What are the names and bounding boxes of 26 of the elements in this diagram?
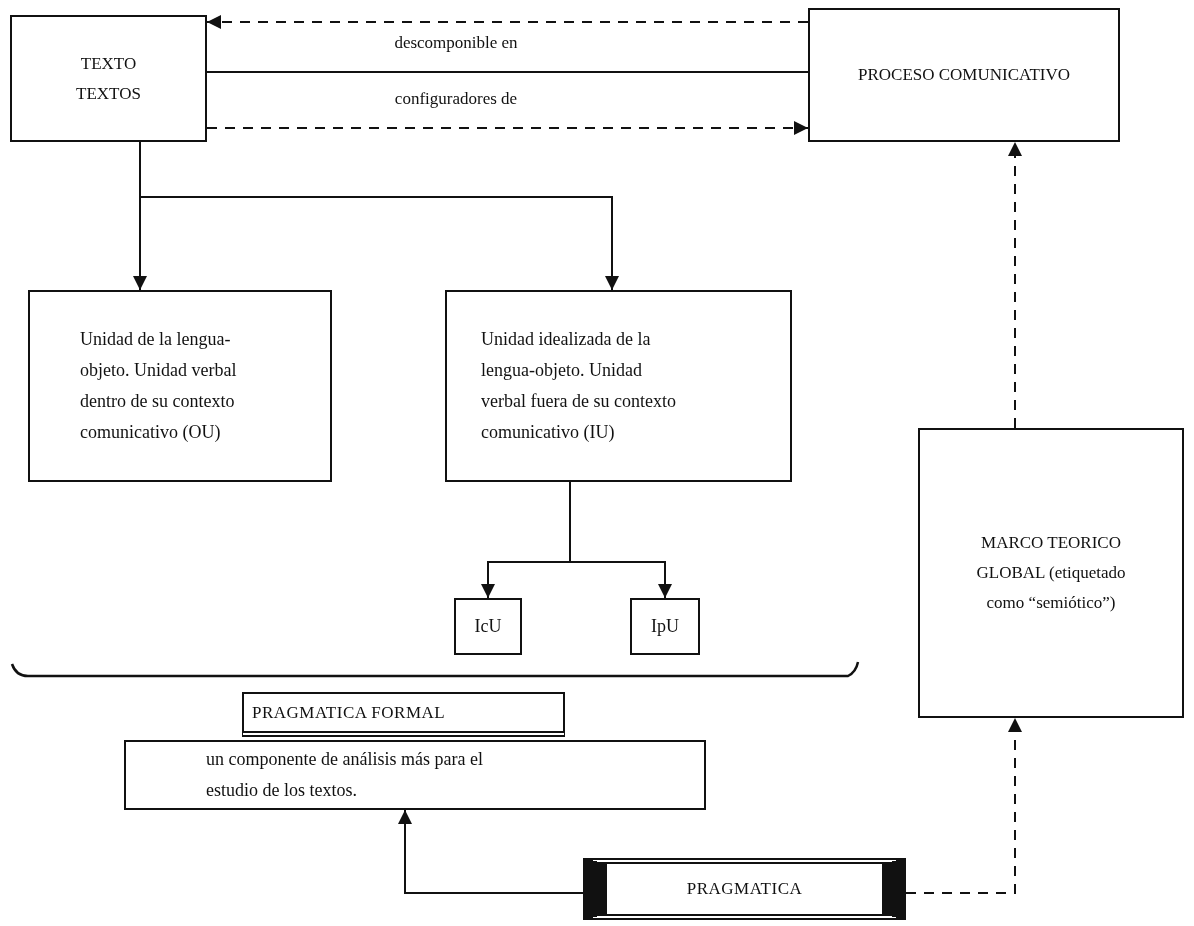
node-text: Unidad idealizada de la lengua-objeto. Unidad verbal fuera de su contexto comunicativo (IU) (481, 328, 677, 444)
arrow (905, 717, 1022, 894)
text-box (124, 740, 706, 810)
node-text: TEXTO TEXTOS (75, 52, 142, 105)
node-text: un componente de análisis más para el estudio de los textos. (206, 748, 484, 802)
arrow (206, 121, 809, 135)
node-text: PROCESO COMUNICATIVO (857, 64, 1071, 87)
node-text: PRAGMATICA FORMAL (252, 701, 446, 724)
node-text: PRAGMATICA (686, 878, 803, 901)
text-box (454, 598, 522, 655)
text-box (28, 290, 332, 482)
arrow (206, 15, 809, 29)
text-box (630, 598, 700, 655)
text-box (583, 858, 906, 920)
node-text: IpU (651, 614, 679, 638)
arrow (398, 809, 584, 894)
node-text: MARCO TEORICO GLOBAL (etiquetado como “semiótico”) (975, 532, 1127, 614)
node-text: IcU (474, 614, 502, 638)
arrow (1008, 141, 1022, 429)
text-box (808, 8, 1120, 142)
text-box (445, 290, 792, 482)
text-box (918, 428, 1184, 718)
text-box (242, 692, 565, 737)
node-text: Unidad de la lengua-objeto. Unidad verbal dentro de su contexto comunicativo (OU) (80, 328, 238, 444)
arrow (569, 481, 672, 599)
text-box (10, 15, 207, 142)
